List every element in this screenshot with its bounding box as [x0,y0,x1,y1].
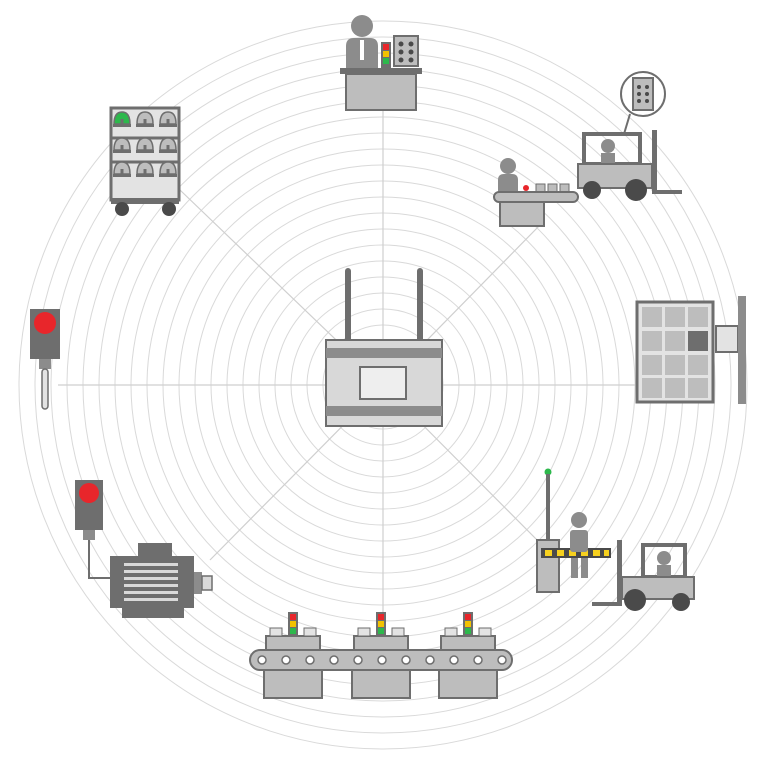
conveyor-roller [305,655,315,665]
storage-rack-icon [635,296,746,404]
cart-part [136,137,154,153]
conveyor-roller [425,655,435,665]
machine-station [351,612,411,699]
wireless-gateway-icon [325,268,443,427]
conveyor-roller [401,655,411,665]
conveyor-line-icon [249,612,513,699]
conveyor-roller [449,655,459,665]
parts-cart-icon [109,106,181,216]
cart-part [113,137,131,153]
conveyor-roller [329,655,339,665]
cart-part [159,161,177,177]
electric-motor-icon [75,480,213,618]
forklift-loading-icon [493,71,682,227]
conveyor-roller [377,655,387,665]
cart-part [159,137,177,153]
conveyor-roller [281,655,291,665]
machine-station [263,612,323,699]
push-button-icon [30,309,60,410]
cart-part [136,111,154,127]
signal-ring [18,20,748,750]
conveyor-roller [257,655,267,665]
operator-desk-icon [340,15,422,111]
signal-ring [34,36,732,734]
cart-part [159,111,177,127]
conveyor-roller [353,655,363,665]
access-gate-icon [536,468,695,611]
conveyor-roller [497,655,507,665]
cart-part [113,111,131,127]
conveyor-roller [473,655,483,665]
cart-part [113,161,131,177]
cart-part [136,161,154,177]
